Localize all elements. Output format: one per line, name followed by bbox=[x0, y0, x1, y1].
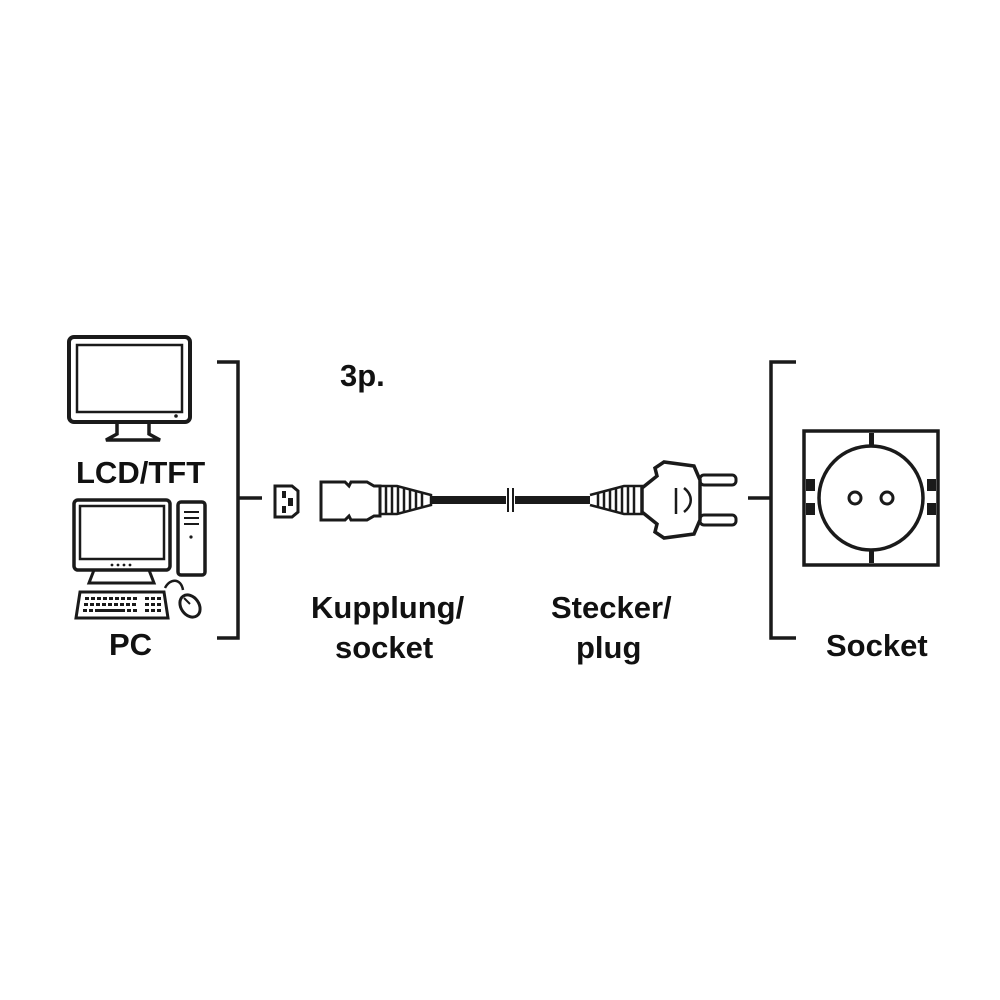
mouse-icon bbox=[163, 579, 202, 619]
wall-socket-label: Socket bbox=[826, 628, 928, 663]
pc-label: PC bbox=[109, 627, 152, 662]
cable-line bbox=[431, 488, 590, 512]
monitor-icon bbox=[67, 335, 192, 442]
coupler-label-line2: socket bbox=[335, 630, 433, 665]
desktop-pc-icon bbox=[72, 498, 207, 585]
plug-label-line1: Stecker/ bbox=[551, 590, 672, 625]
iec-c13-coupler-icon bbox=[273, 480, 433, 522]
schuko-plug-icon bbox=[589, 460, 738, 540]
monitor-label: LCD/TFT bbox=[76, 455, 205, 490]
keyboard-icon bbox=[74, 590, 170, 620]
plug-label-line2: plug bbox=[576, 630, 641, 665]
left-bracket bbox=[217, 360, 262, 640]
pins-label: 3p. bbox=[340, 358, 385, 393]
right-bracket bbox=[748, 360, 796, 640]
schuko-wall-socket-icon bbox=[802, 429, 940, 567]
coupler-label-line1: Kupplung/ bbox=[311, 590, 465, 625]
